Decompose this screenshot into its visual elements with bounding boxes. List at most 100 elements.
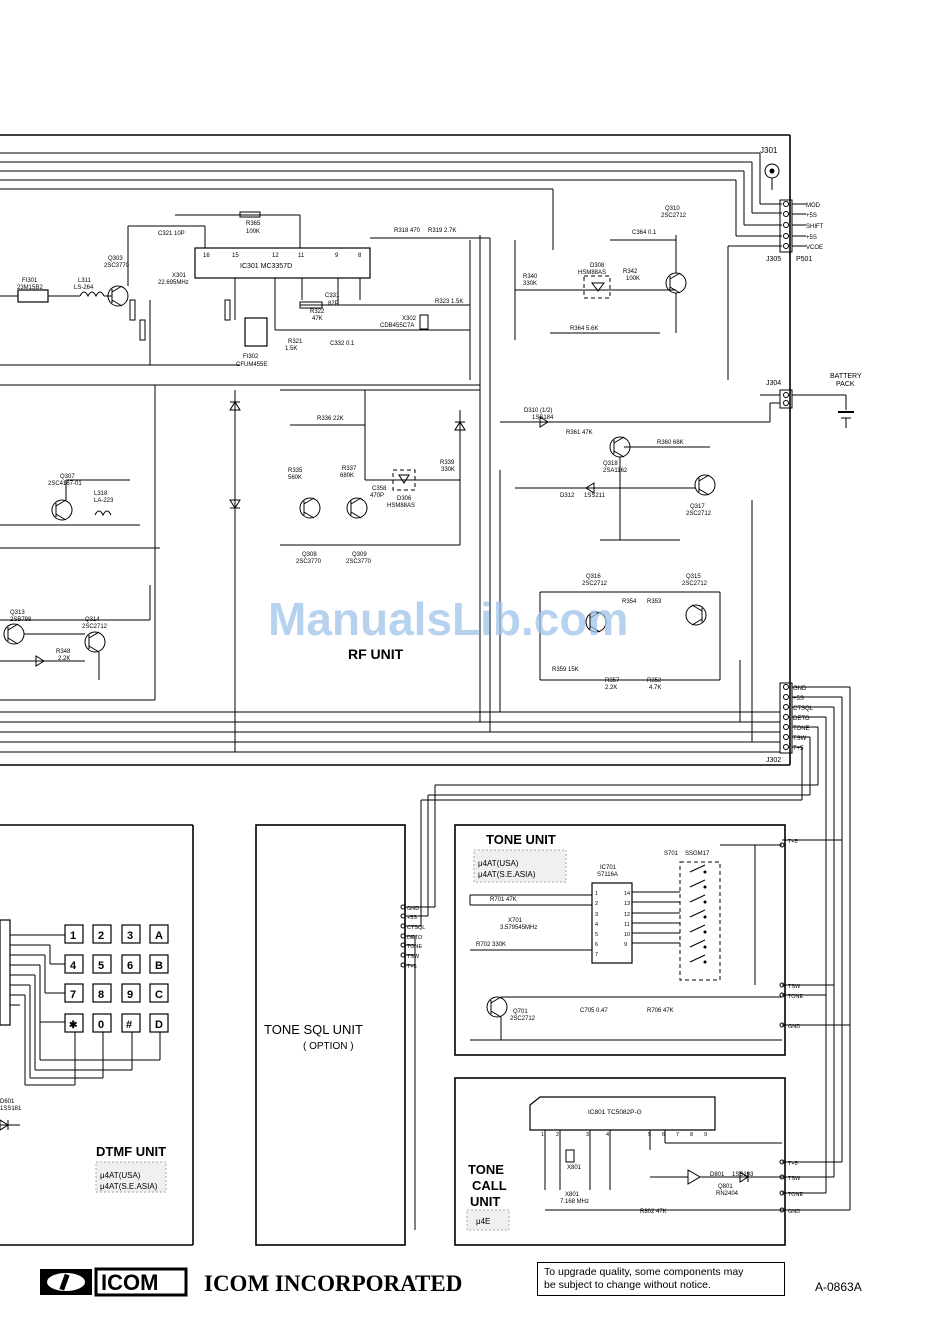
ic701-pin-14: 14 [624,891,630,897]
key-9: 9 [127,989,133,1001]
q315-part: 2SC2712 [682,581,708,587]
key-6: 6 [127,960,133,972]
x801-label: X801 [567,1165,582,1171]
upgrade-notice-line-2: be subject to change without notice. [544,1279,711,1291]
r352-val: 4.7K [649,685,661,691]
r359-label: R359 15K [552,667,579,673]
dtmf-unit: 1 2 3 A 4 5 6 B 7 8 9 C ✱ 0 # D D601 1SS… [0,824,194,1246]
q307-part: 2SC4167-01 [48,481,82,487]
x801-label-2: X801 [565,1192,580,1198]
d309-d316-column [229,401,466,509]
ic801-pin-3: 3 [586,1132,589,1138]
dtmf-unit-title: DTMF UNIT [96,1144,166,1159]
d308-part: HSM88AS [578,270,606,276]
dtmf-variant-2: μ4AT(S.E.ASIA) [100,1182,158,1191]
l311-label: L311 [78,278,92,284]
call-pin-4: GND [788,1209,800,1215]
d801-part: 1SS193 [732,1172,754,1178]
r321-val: 1.5K [285,346,297,352]
watermark: ManualsLib.com [268,593,628,645]
key-7: 7 [70,989,76,1001]
ic301-pin-11: 11 [298,253,305,259]
q801-part: RN2404 [716,1191,739,1197]
key-3: 3 [127,930,133,942]
key-c: C [155,989,163,1001]
tone-pin-2: TSW [788,984,801,990]
key-star: ✱ [69,1020,78,1031]
ic801-pin-4: 4 [606,1132,609,1138]
ic801-pin-2: 2 [556,1132,559,1138]
j302-connector: GND +5S CTSQL DETO TONE TSW T+5 J302 [766,682,851,1210]
tsql-pin-7: T+5 [407,964,417,970]
ic801-pin-7: 7 [676,1132,679,1138]
q303-part: 2SC3770 [104,263,130,269]
r321-label: R321 [288,339,303,345]
ic301-label: IC301 MC3357D [240,263,292,270]
d601-part: 1SS181 [0,1106,22,1112]
tone-unit: TONE UNIT μ4AT(USA) μ4AT(S.E.ASIA) IC701… [454,824,804,1056]
r352-label: R352 [647,678,662,684]
tsql-pin-5: TONE [407,944,423,950]
tsql-pin-1: GND [407,906,419,912]
ic801-label: IC801 TC5082P-G [588,1109,642,1116]
c331-val: 82P [328,301,339,307]
q308-part: 2SC3770 [296,559,322,565]
d310-part: 1SS184 [532,415,554,421]
ic701-pin-12: 12 [624,912,630,918]
ic301-pin-8: 8 [358,253,362,259]
j302-pin-7: T+5 [793,746,804,752]
r339-label: R339 [440,460,455,466]
ic701-label: IC701 [600,865,617,871]
s701-part: SSGM17 [685,851,710,857]
r365-label: R365 [246,221,261,227]
tone-call-title-1: TONE [468,1162,504,1177]
s701-label: S701 [664,851,679,857]
ic701-pin-13: 13 [624,901,630,907]
j302-pin-5: TONE [793,726,810,732]
ic801-pin-8: 8 [690,1132,693,1138]
l318-part: LA-223 [94,498,114,504]
x701-val: 3.579545MHz [500,925,537,931]
c331-label: C331 [325,293,340,299]
key-5: 5 [98,960,104,972]
q701-ref: Q701 [513,1009,528,1015]
r357-label: R357 [605,678,620,684]
p501-label: P501 [796,256,812,263]
tsql-pin-6: TSW [407,954,420,960]
key-hash: # [126,1019,132,1031]
r337-val: 680K [340,473,354,479]
key-d: D [155,1019,163,1031]
dtmf-variant-1: μ4AT(USA) [100,1171,141,1180]
q316-q315-section: Q316 2SC2712 Q315 2SC2712 R354 R353 R359… [539,574,721,691]
r706-label: R706 47K [647,1008,674,1014]
c332-label: C332 0.1 [330,341,355,347]
call-pin-2: TSW [788,1176,801,1182]
ic701-pin-6: 6 [595,942,598,948]
j305-pin-4: +5S [806,235,817,241]
r339-val: 330K [441,467,455,473]
ic301: 16 15 12 11 9 8 IC301 MC3357D [160,214,371,330]
fi301-label: FI301 [22,278,38,284]
j305-pin-2: +5S [806,213,817,219]
j305-pin-5: VCOE [806,245,823,251]
ic301-pin-9: 9 [335,253,339,259]
d306-ref: D306 [397,496,412,502]
r322-label: R322 [310,309,325,315]
ic801-pin-6: 6 [662,1132,665,1138]
q317-ref: Q317 [690,504,705,510]
q307-ref: Q307 [60,474,75,480]
tone-call-title-3: UNIT [470,1194,500,1209]
call-pin-3: TONE [788,1192,804,1198]
j302-pin-3: CTSQL [793,706,814,712]
x701-label: X701 [508,918,523,924]
j305-connector: MOD +5S SHIFT +5S VCOE J305 P501 [766,199,824,263]
battery-pack-label-1: BATTERY [830,373,862,380]
q313-ref: Q313 [10,610,25,616]
j305-pin-3: SHIFT [806,224,824,230]
tone-call-unit: IC801 TC5082P-G 1 2 3 4 5 6 7 8 9 X801 X… [454,1077,804,1246]
key-b: B [155,960,163,972]
q310-ref: Q310 [665,206,680,212]
r340-label: R340 [523,274,538,280]
d308-ref: D308 [590,263,605,269]
inter-unit-wires [405,784,850,1230]
